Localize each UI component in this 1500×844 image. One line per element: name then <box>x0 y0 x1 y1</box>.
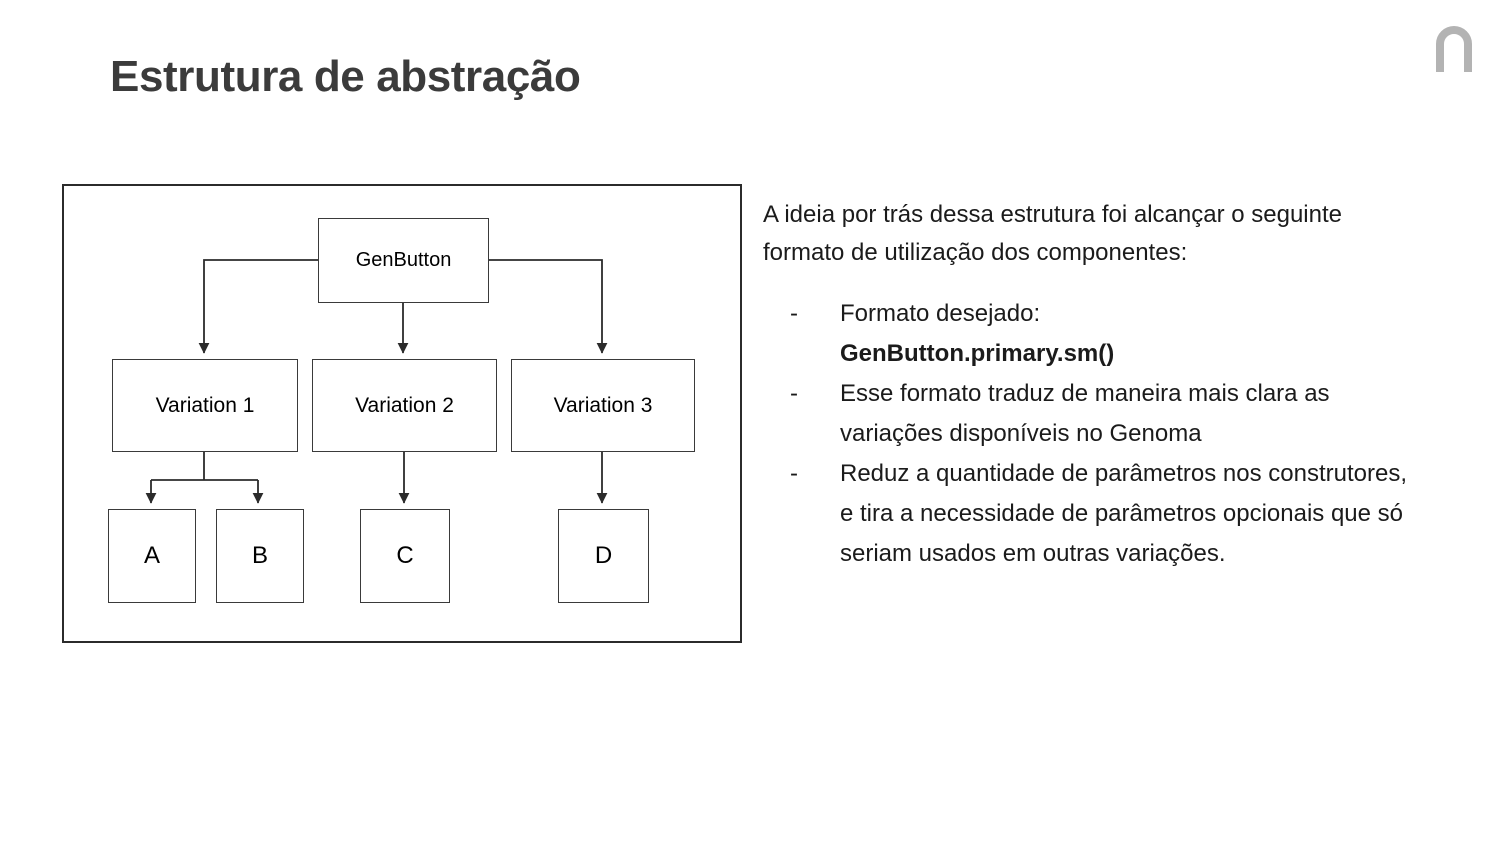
bullet-item-1: - Formato desejado: GenButton.primary.sm… <box>763 294 1423 374</box>
bullet-item-2: - Esse formato traduz de maneira mais cl… <box>763 374 1423 454</box>
diagram-node-genbutton: GenButton <box>318 218 489 303</box>
brand-logo <box>1432 18 1476 74</box>
arch-logo-icon <box>1436 26 1472 72</box>
diagram-connectors <box>145 259 608 504</box>
diagram-node-variation-1: Variation 1 <box>112 359 298 452</box>
diagram-node-b: B <box>216 509 304 603</box>
diagram-node-a: A <box>108 509 196 603</box>
diagram-node-d: D <box>558 509 649 603</box>
diagram-node-c: C <box>360 509 450 603</box>
bullet-marker: - <box>790 300 798 327</box>
bullet-text: Formato desejado: <box>840 300 1041 327</box>
bullet-item-3: - Reduz a quantidade de parâmetros nos c… <box>763 454 1423 574</box>
copy-column: A ideia por trás dessa estrutura foi alc… <box>763 196 1423 574</box>
bullet-list: - Formato desejado: GenButton.primary.sm… <box>763 294 1423 574</box>
bullet-marker: - <box>790 460 798 487</box>
abstraction-structure-diagram: GenButton Variation 1 Variation 2 Variat… <box>62 184 742 643</box>
bullet-text: Reduz a quantidade de parâmetros nos con… <box>840 460 1408 567</box>
diagram-node-variation-2: Variation 2 <box>312 359 497 452</box>
bullet-marker: - <box>790 380 798 407</box>
intro-paragraph: A ideia por trás dessa estrutura foi alc… <box>763 201 1342 266</box>
bullet-emphasis-code: GenButton.primary.sm() <box>840 340 1115 367</box>
page-title: Estrutura de abstração <box>110 52 581 101</box>
diagram-node-variation-3: Variation 3 <box>511 359 695 452</box>
bullet-text: Esse formato traduz de maneira mais clar… <box>840 380 1330 447</box>
